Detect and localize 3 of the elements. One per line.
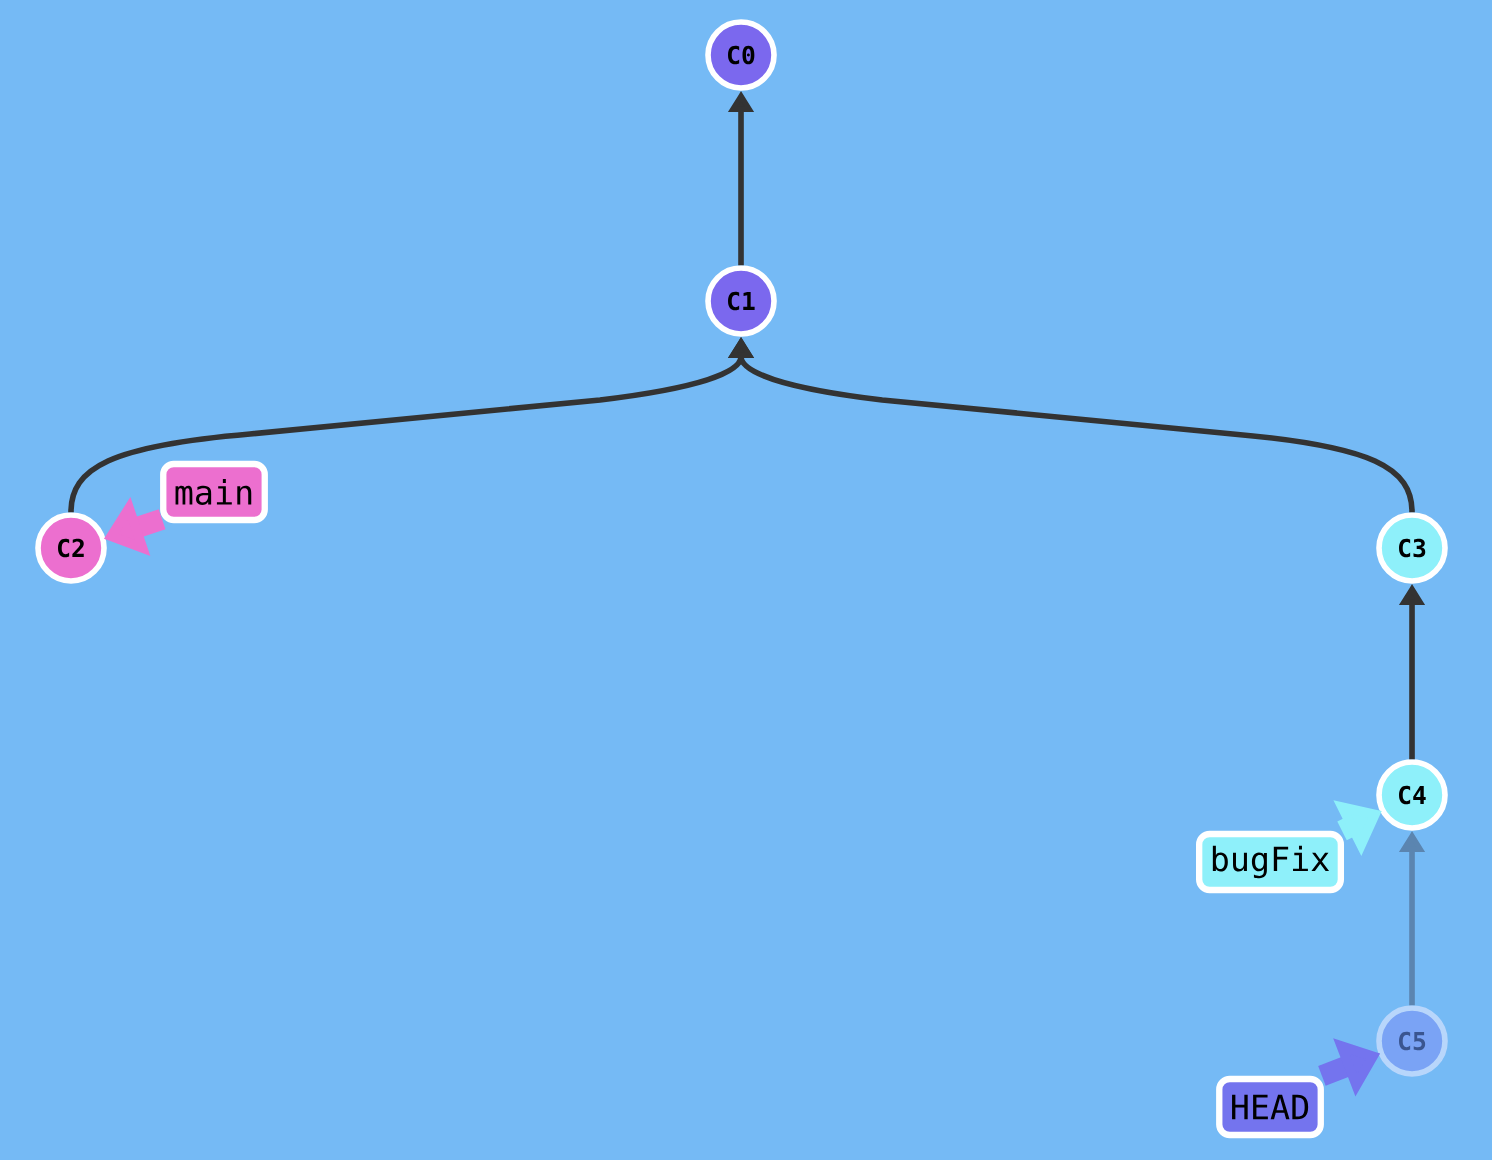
- branch-label: main: [160, 460, 268, 524]
- branch-label: HEAD: [1216, 1075, 1324, 1139]
- branch-label: bugFix: [1196, 830, 1345, 894]
